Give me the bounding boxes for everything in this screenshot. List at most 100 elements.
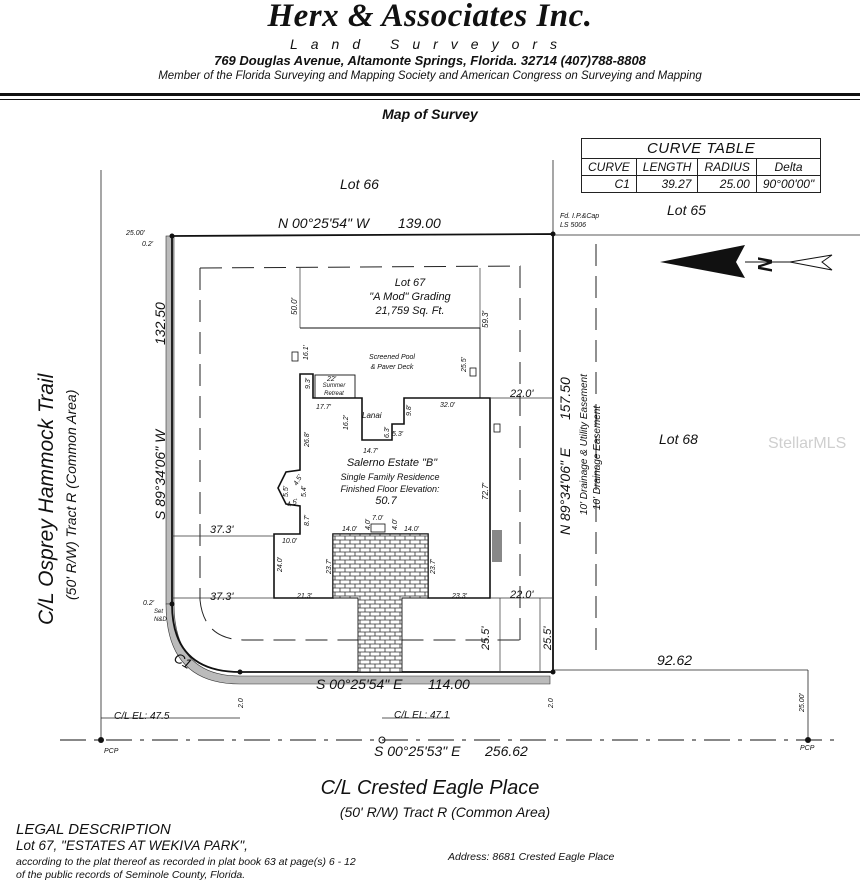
cl-el-left: C/L EL: 47.5: [114, 711, 170, 722]
dim-label: 14.0': [342, 526, 358, 533]
legal-plat-line1: according to the plat thereof as recorde…: [16, 856, 356, 868]
entry-step: [370, 523, 386, 533]
easement-drainage-utility: 10' Drainage & Utility Easement: [579, 373, 590, 515]
pool-equipment: [291, 351, 299, 362]
dim-label: 4.0': [392, 518, 399, 530]
dim-label: 17.7': [316, 404, 332, 411]
road-name: C/L Crested Eagle Place: [321, 777, 540, 799]
side-road-name: C/L Osprey Hammock Trail: [35, 372, 58, 625]
dim-label: 23.7': [326, 558, 333, 575]
dim-label: 10.0': [282, 538, 298, 545]
lot-68-label: Lot 68: [659, 431, 698, 447]
summer-label: Summer: [323, 383, 347, 389]
dim-label: 23.3': [451, 593, 468, 600]
residence-name: Salerno Estate "B": [347, 457, 438, 469]
header-rule: [0, 93, 860, 96]
curve-table: CURVE TABLE CURVE LENGTH RADIUS Delta C1…: [580, 138, 822, 193]
lot-65-label: Lot 65: [667, 202, 706, 218]
curve-col-header: Delta: [755, 158, 822, 176]
dim-label: 25.5': [461, 356, 468, 373]
meter: [493, 423, 501, 433]
firm-subtitle: Land Surveyors: [289, 36, 571, 52]
dim-label: 5.4': [301, 485, 308, 497]
dimension-lines: [172, 268, 553, 672]
dim-label: 14.7': [363, 448, 379, 455]
dim-label: 32.0': [440, 402, 456, 409]
road-row: (50' R/W) Tract R (Common Area): [340, 804, 550, 820]
lot-67-grading: "A Mod" Grading: [369, 291, 451, 303]
east-distance: 157.50: [557, 377, 573, 420]
side-road-row: (50' R/W) Tract R (Common Area): [63, 390, 79, 600]
curve-cell: 25.00: [697, 175, 757, 193]
header-rule-thin: [0, 99, 860, 100]
offset-02-south: 0.2': [143, 600, 155, 607]
dim-label: 4.5': [293, 473, 305, 487]
dim-label: 4.5': [286, 498, 299, 509]
set-monument: Set: [154, 609, 163, 615]
curve-col-header: CURVE: [581, 158, 637, 176]
legal-plat-line2: of the public records of Seminole County…: [16, 869, 246, 881]
offset-25: 25.00': [125, 230, 146, 237]
east-bearing: N 89°34'06" E: [557, 447, 573, 535]
curve-cell: 90°00'00": [755, 175, 822, 193]
legal-heading: LEGAL DESCRIPTION: [16, 821, 171, 838]
dimension-labels: 50.0' 59.3' 16.1' 25.5' 22.0' 9.3' 22' 1…: [210, 297, 806, 713]
south-bearing: S 00°25'54" E: [316, 676, 403, 692]
corner-monument: [550, 669, 556, 675]
dim-label: 5.5': [283, 485, 290, 497]
cl-marker: [378, 736, 386, 744]
dim-label: 7.0': [372, 515, 384, 522]
dim-label: 37.3': [210, 591, 234, 603]
curve-col-header: RADIUS: [697, 158, 757, 176]
set-monument-nd: N&D: [154, 617, 167, 623]
dim-label: 2.0: [548, 698, 555, 709]
summer-label-2: Retreat: [324, 391, 344, 397]
dim-label: 23.7': [430, 558, 437, 575]
west-distance: 132.50: [152, 302, 168, 345]
firm-address: 769 Douglas Avenue, Altamonte Springs, F…: [214, 53, 646, 68]
corner-monument: [550, 231, 556, 237]
north-arrow-label: N: [755, 257, 777, 272]
lot-67-area: 21,759 Sq. Ft.: [374, 305, 444, 317]
sidewalk-south: [165, 603, 551, 685]
cl-el-mid: C/L EL: 47.1: [394, 710, 449, 721]
residence-type: Single Family Residence: [340, 472, 439, 482]
lot-67-label: Lot 67: [395, 277, 426, 289]
corner-monument: [169, 233, 175, 239]
dim-label: 22': [326, 376, 337, 383]
dim-label: 14.0': [404, 526, 420, 533]
pcp-right: PCP: [800, 745, 815, 752]
dim-label: 59.3': [481, 310, 490, 328]
ffe-label: Finished Floor Elevation:: [340, 484, 440, 494]
dim-label: 72.7': [481, 482, 490, 500]
found-monument-ls: LS 5006: [560, 222, 586, 229]
pool-label: Screened Pool: [369, 354, 415, 361]
offset-02: 0.2': [142, 241, 154, 248]
dim-label: 25.5': [480, 626, 492, 651]
pool-label-2: & Paver Deck: [371, 364, 414, 371]
watermark-logo: StellarMLS: [768, 435, 846, 452]
paver-driveway: [332, 533, 429, 673]
map-title: Map of Survey: [382, 106, 478, 122]
extension-distance: 92.62: [657, 652, 692, 668]
dim-label: 26.8': [304, 431, 311, 448]
dim-label: 37.3': [210, 524, 234, 536]
legal-lot: Lot 67, "ESTATES AT WEKIVA PARK",: [16, 838, 248, 853]
dim-label: 22.0': [509, 388, 534, 400]
dim-label: 50.0': [290, 297, 299, 315]
north-distance: 139.00: [398, 215, 441, 231]
ac-pad: [492, 530, 502, 562]
dim-label: 24.0': [277, 556, 284, 573]
easement-drainage: 10' Drainage Easement: [592, 405, 603, 510]
dim-label: 2.0: [238, 698, 245, 709]
pcp-left: PCP: [104, 748, 119, 755]
pcp-marker: [805, 737, 811, 743]
corner-monument: [169, 601, 175, 607]
road-bearing: S 00°25'53" E: [374, 743, 461, 759]
west-bearing: S 89°34'06" W: [152, 428, 168, 520]
lanai-label: Lanai: [362, 411, 382, 420]
north-arrow-icon: [660, 245, 833, 278]
ffe-value: 50.7: [375, 495, 397, 507]
dim-label: 16.2': [343, 414, 350, 430]
